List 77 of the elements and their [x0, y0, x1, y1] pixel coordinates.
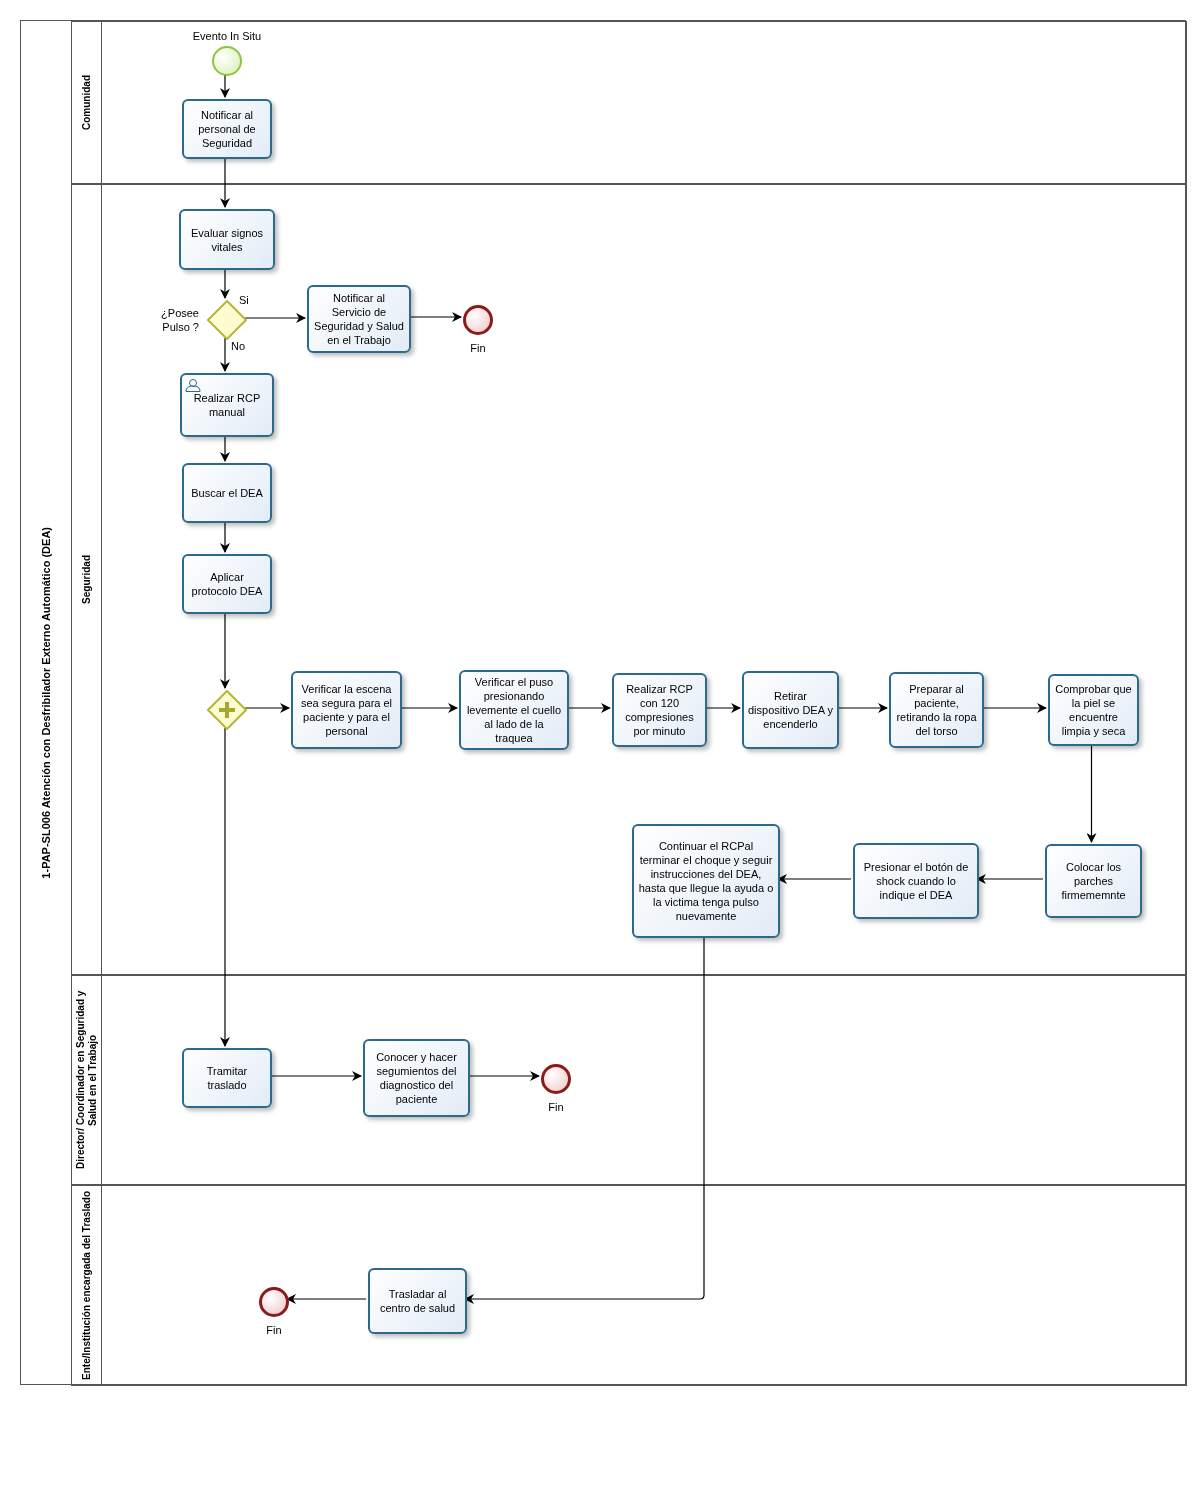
arrow: [777, 874, 852, 884]
task-box: [182, 99, 272, 159]
lane-label: Director/ Coordinador en Seguridad y Salud en el Trabajo: [74, 989, 99, 1172]
task-box: [182, 1048, 272, 1108]
edge-label: Si: [238, 294, 250, 307]
task-box: [889, 672, 984, 748]
arrow: [399, 703, 458, 713]
task-label: Verificar la escena sea segura para el paciente y para el personal: [299, 682, 394, 738]
arrow: [704, 703, 741, 713]
lane-label: Ente/Institución encargada del Traslado: [80, 1191, 93, 1380]
task-label: Colocar los parches firmememnte: [1060, 860, 1127, 902]
event-label: Fin: [470, 341, 486, 356]
swimlane: [71, 975, 1187, 1185]
event-label: Fin: [266, 1323, 282, 1338]
arrow: [269, 1071, 362, 1081]
arrow: [220, 73, 230, 98]
task-label: Trasladar al centro de salud: [378, 1287, 457, 1315]
event-label: Evento In Situ: [192, 28, 262, 44]
task-box: [742, 671, 839, 749]
task-label: Notificar al personal de Seguridad: [197, 108, 257, 150]
task-box: [180, 373, 274, 437]
task-label: Verificar el puso presionando levemente el cuello al lado de la traquea: [465, 675, 563, 745]
swimlane: [71, 21, 1187, 184]
task-label: Retirar dispositivo DEA y encenderlo: [748, 689, 833, 731]
arrow: [220, 611, 230, 689]
task-label: Realizar RCP con 120 compresiones por minuto: [624, 682, 695, 738]
task-box: [179, 209, 275, 270]
task-label: Notificar al Servicio de Seguridad y Salud en el Trabajo: [313, 291, 405, 347]
task-label: Conocer y hacer segumientos del diagnostico del paciente: [375, 1050, 458, 1106]
swimlane: [71, 184, 1187, 975]
task-box: [1045, 844, 1142, 918]
arrow: [836, 703, 888, 713]
task-label: Comprobar que la piel se encuentre limpia y seca: [1054, 682, 1133, 738]
task-label: Preparar al paciente, retirando la ropa del torso: [895, 682, 978, 738]
arrow: [408, 312, 462, 322]
arrow: [220, 520, 230, 553]
event-label: Fin: [548, 1100, 564, 1115]
arrow: [976, 874, 1044, 884]
arrow: [981, 703, 1047, 713]
task-box: [182, 463, 272, 523]
arrow: [220, 727, 230, 1047]
arrow: [244, 313, 306, 323]
task-box: [459, 670, 569, 750]
task-label: Presionar el botón de shock cuando lo indique el DEA: [862, 860, 970, 902]
swimlane: [71, 1185, 1187, 1386]
arrow: [467, 1071, 540, 1081]
task-label: Evaluar signos vitales: [189, 225, 265, 254]
arrow: [566, 703, 611, 713]
task-label: Tramitar traslado: [205, 1064, 249, 1092]
task-box: [307, 285, 411, 353]
task-box: [632, 824, 780, 938]
task-label: Continuar el RCPal terminar el choque y seguir instrucciones del DEA, hasta que llegue la ayuda o la victima tenga pulso nuevamente: [638, 839, 774, 923]
event-label: ¿Posee Pulso ?: [160, 306, 199, 334]
task-box: [363, 1039, 470, 1117]
task-box: [853, 843, 979, 919]
task-box: [182, 554, 272, 614]
task-box: [291, 671, 402, 749]
task-label: Aplicar protocolo DEA: [190, 570, 264, 598]
task-box: [1048, 674, 1139, 746]
arrow: [220, 434, 230, 462]
arrow: [244, 703, 290, 713]
arrow: [286, 1294, 367, 1304]
task-label: Realizar RCP manual: [192, 391, 262, 419]
task-label: Buscar el DEA: [191, 486, 263, 500]
edge-label: No: [230, 340, 247, 353]
lane-label: Comunidad: [80, 75, 93, 130]
arrow: [220, 267, 230, 299]
arrow: [220, 156, 230, 208]
task-box: [612, 673, 707, 747]
arrow: [464, 935, 705, 1304]
arrow: [220, 337, 230, 372]
parallel-gateway-diamond: [207, 690, 247, 730]
pool-frame: [20, 20, 1186, 1385]
task-box: [368, 1268, 467, 1334]
arrow: [1086, 743, 1097, 843]
lane-label: Seguridad: [80, 555, 93, 604]
pool-title: 1-PAP-SL006 Atención con Desfribilador Externo Automático (DEA): [38, 526, 53, 879]
